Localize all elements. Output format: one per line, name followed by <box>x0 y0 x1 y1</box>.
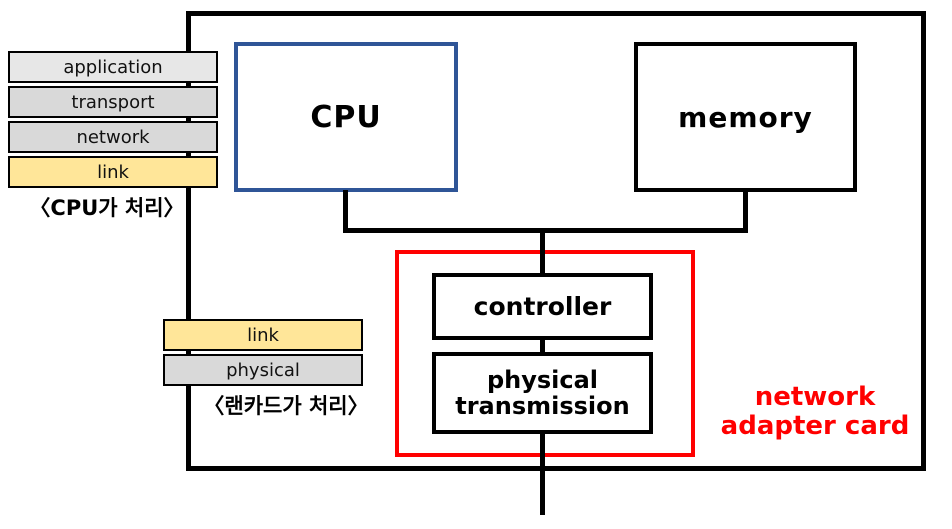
bus-to-controller-line <box>540 230 545 275</box>
stack-row-link: link <box>8 156 218 188</box>
host-stack-caption: 〈CPU가 처리〉 <box>29 196 185 220</box>
stack-row-network: network <box>8 121 218 153</box>
nic-row-link-label: link <box>247 324 279 346</box>
stack-row-network-label: network <box>76 126 150 148</box>
network-adapter-card-label-line1: network <box>754 382 876 412</box>
controller-box: controller <box>432 273 653 340</box>
stack-row-link-label: link <box>97 161 129 183</box>
stack-row-transport-label: transport <box>71 91 155 113</box>
physical-transmission-label: physical transmission <box>455 365 630 420</box>
controller-to-physical-line <box>540 337 545 354</box>
stack-row-transport: transport <box>8 86 218 118</box>
controller-label: controller <box>473 292 612 321</box>
cpu-box: CPU <box>234 42 458 192</box>
physical-to-network-line <box>540 431 545 515</box>
stack-row-application: application <box>8 51 218 83</box>
computer-chassis-outline <box>186 11 926 471</box>
cpu-label: CPU <box>310 99 382 135</box>
nic-row-link: link <box>163 319 363 351</box>
cpu-to-bus-line <box>343 190 348 233</box>
network-adapter-card-label: network adapter card <box>698 382 932 442</box>
physical-transmission-box: physical transmission <box>432 352 653 434</box>
nic-row-physical: physical <box>163 354 363 386</box>
host-protocol-stack: application transport network link <box>8 51 218 188</box>
network-adapter-card-outline <box>395 250 695 457</box>
stack-row-application-label: application <box>63 56 163 78</box>
system-bus-line <box>343 228 748 233</box>
network-adapter-card-label-line2: adapter card <box>720 411 910 442</box>
memory-box: memory <box>634 42 857 192</box>
memory-to-bus-line <box>743 190 748 233</box>
nic-stack-caption: 〈랜카드가 처리〉 <box>203 394 369 418</box>
nic-protocol-stack: link physical <box>163 319 363 386</box>
memory-label: memory <box>678 100 813 134</box>
nic-row-physical-label: physical <box>226 359 300 381</box>
